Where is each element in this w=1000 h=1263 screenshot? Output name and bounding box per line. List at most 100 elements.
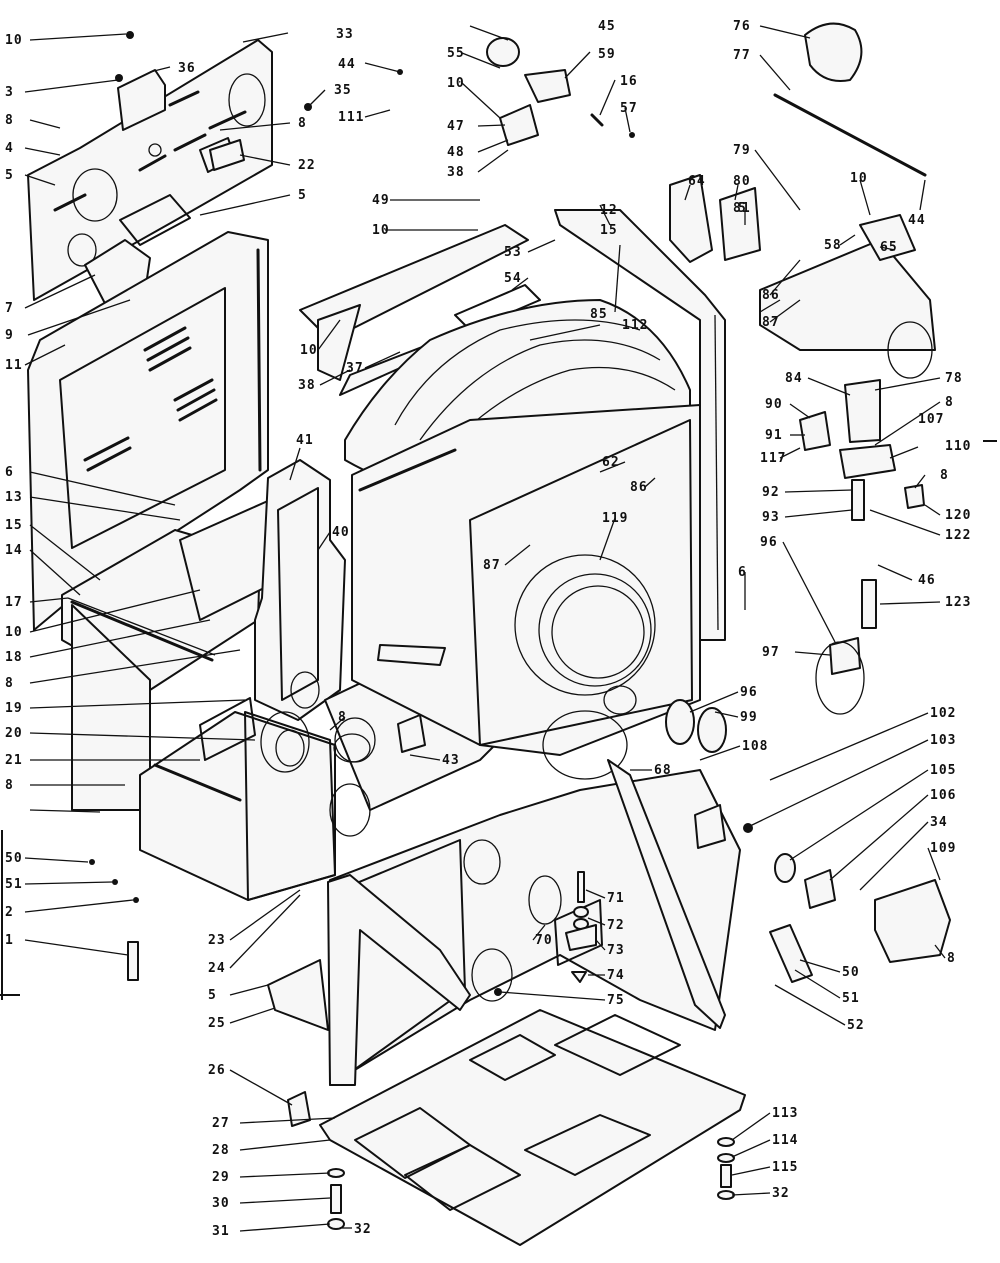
callout-7: 7	[5, 301, 14, 316]
callout-48: 48	[447, 145, 465, 160]
callout-112: 112	[622, 318, 648, 333]
callout-8-e: 8	[5, 676, 14, 691]
callout-8-f: 8	[338, 710, 347, 725]
callout-41: 41	[296, 433, 314, 448]
lower-shelf	[61, 499, 281, 811]
callout-54: 54	[504, 271, 522, 286]
leg-brace	[327, 874, 471, 1086]
callout-110: 110	[945, 439, 971, 454]
callout-73: 73	[607, 943, 625, 958]
callout-114: 114	[772, 1133, 798, 1148]
callout-4: 4	[5, 141, 14, 156]
callout-8-d: 8	[940, 468, 949, 483]
callout-5: 5	[5, 168, 14, 183]
callout-8-h: 8	[947, 951, 956, 966]
callout-33: 33	[336, 27, 354, 42]
leader-lines	[24, 25, 946, 1232]
callout-50: 50	[5, 851, 23, 866]
top-parts	[115, 31, 635, 171]
callout-23: 23	[208, 933, 226, 948]
callout-15-b: 15	[5, 518, 23, 533]
callout-11: 11	[5, 358, 23, 373]
side-panel	[27, 231, 269, 631]
callout-79: 79	[733, 143, 751, 158]
callout-52: 52	[847, 1018, 865, 1033]
callout-10-d: 10	[300, 343, 318, 358]
callout-34: 34	[930, 815, 948, 830]
callout-28: 28	[212, 1143, 230, 1158]
callout-55: 55	[447, 46, 465, 61]
callout-31: 31	[212, 1224, 230, 1239]
edge-marks	[0, 440, 997, 1000]
callout-47: 47	[447, 119, 465, 134]
callout-64: 64	[688, 174, 706, 189]
callout-5-d: 5	[208, 988, 217, 1003]
callout-45: 45	[598, 19, 616, 34]
callout-75: 75	[607, 993, 625, 1008]
callout-9: 9	[5, 328, 14, 343]
callout-120: 120	[945, 508, 971, 523]
callout-99: 99	[740, 710, 758, 725]
callout-81: 81	[733, 201, 751, 216]
callout-87-b: 87	[483, 558, 501, 573]
right-parts	[665, 379, 951, 983]
rear-strut	[607, 759, 726, 1029]
callout-6-b: 6	[738, 565, 747, 580]
callout-71: 71	[607, 891, 625, 906]
callout-70: 70	[535, 933, 553, 948]
callout-32-b: 32	[354, 1222, 372, 1237]
callout-3: 3	[5, 85, 14, 100]
callout-2: 2	[5, 905, 14, 920]
callout-102: 102	[930, 706, 956, 721]
callout-78: 78	[945, 371, 963, 386]
callout-50-b: 50	[842, 965, 860, 980]
callout-10-mid: 10	[372, 223, 390, 238]
duct-assembly	[254, 459, 346, 721]
callout-111: 111	[338, 110, 364, 125]
main-cabinet	[334, 404, 701, 780]
callout-96-b: 96	[740, 685, 758, 700]
callout-93: 93	[762, 510, 780, 525]
base-pan	[319, 1009, 746, 1246]
callout-17: 17	[5, 595, 23, 610]
callout-10-top: 10	[447, 76, 465, 91]
callout-14: 14	[5, 543, 23, 558]
callout-105: 105	[930, 763, 956, 778]
callout-30: 30	[212, 1196, 230, 1211]
callout-8-b: 8	[298, 116, 307, 131]
callout-8: 8	[5, 113, 14, 128]
rear-panel	[27, 39, 273, 301]
callout-20: 20	[5, 726, 23, 741]
callout-15: 15	[600, 223, 618, 238]
callout-38-b: 38	[298, 378, 316, 393]
callout-62: 62	[602, 455, 620, 470]
callout-5-b: 5	[298, 188, 307, 203]
callout-44: 44	[338, 57, 356, 72]
callout-37: 37	[346, 361, 364, 376]
callout-58: 58	[824, 238, 842, 253]
callout-106: 106	[930, 788, 956, 803]
callout-117: 117	[760, 451, 786, 466]
callout-5-c: 5	[738, 201, 747, 216]
callout-29: 29	[212, 1170, 230, 1185]
right-rear-panel	[554, 209, 726, 641]
callout-68: 68	[654, 763, 672, 778]
left-small-parts	[89, 859, 139, 981]
callout-77: 77	[733, 48, 751, 63]
callout-27: 27	[212, 1116, 230, 1131]
callout-13: 13	[5, 490, 23, 505]
callout-49: 49	[372, 193, 390, 208]
callout-122: 122	[945, 528, 971, 543]
callout-1: 1	[5, 933, 14, 948]
callout-25: 25	[208, 1016, 226, 1031]
callout-86: 86	[762, 288, 780, 303]
callout-22: 22	[298, 158, 316, 173]
callout-109: 109	[930, 841, 956, 856]
callout-12: 12	[600, 203, 618, 218]
callout-8-c: 8	[945, 395, 954, 410]
callout-38: 38	[447, 165, 465, 180]
callout-107: 107	[918, 412, 944, 427]
callout-26: 26	[208, 1063, 226, 1078]
callout-19: 19	[5, 701, 23, 716]
